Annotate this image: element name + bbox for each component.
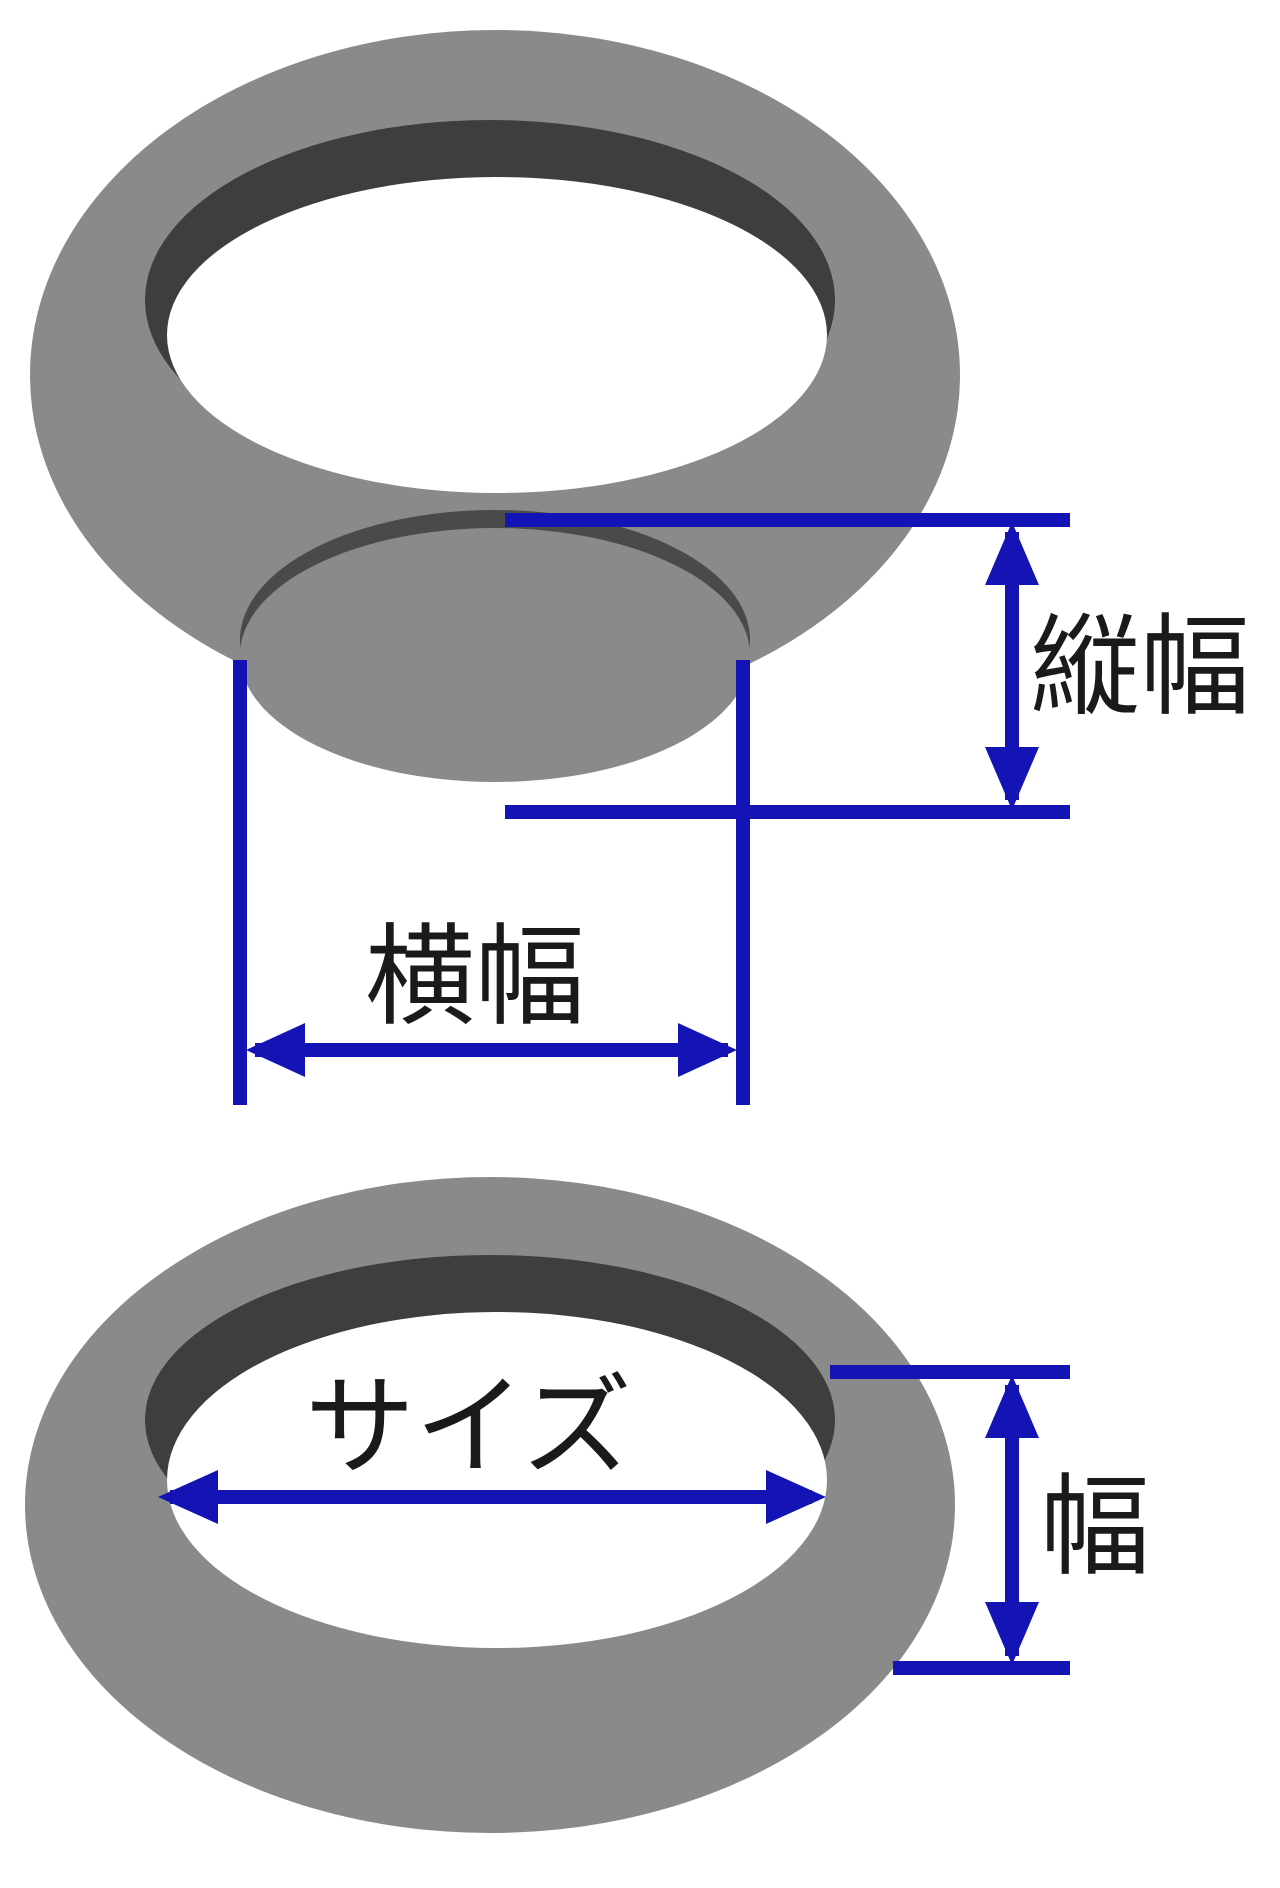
top-ring-hole: [167, 177, 827, 493]
horizontal-width-dimension: 横幅: [233, 660, 750, 1105]
size-arrowhead-right: [766, 1470, 826, 1524]
size-dimension: サイズ: [158, 1363, 826, 1524]
bottom-ring-hole: [167, 1312, 827, 1648]
vertical-width-label: 縦幅: [1030, 603, 1250, 731]
top-ring-cut-face: [240, 528, 750, 782]
width-dimension: 幅: [830, 1365, 1150, 1675]
width-arrowhead-bottom: [985, 1602, 1039, 1665]
width-label: 幅: [1040, 1463, 1150, 1591]
vertical-width-arrowhead-top: [985, 522, 1039, 585]
vertical-width-arrowhead-bottom: [985, 747, 1039, 810]
size-label: サイズ: [305, 1363, 632, 1491]
horizontal-width-arrowhead-left: [246, 1023, 305, 1077]
horizontal-width-label: 横幅: [365, 913, 585, 1041]
horizontal-width-arrowhead-right: [678, 1023, 737, 1077]
vertical-width-dimension: 縦幅: [505, 513, 1250, 819]
size-arrowhead-left: [158, 1470, 218, 1524]
width-arrowhead-top: [985, 1375, 1039, 1438]
top-ring-figure: [30, 30, 960, 782]
bottom-ring-figure: [25, 1177, 955, 1833]
